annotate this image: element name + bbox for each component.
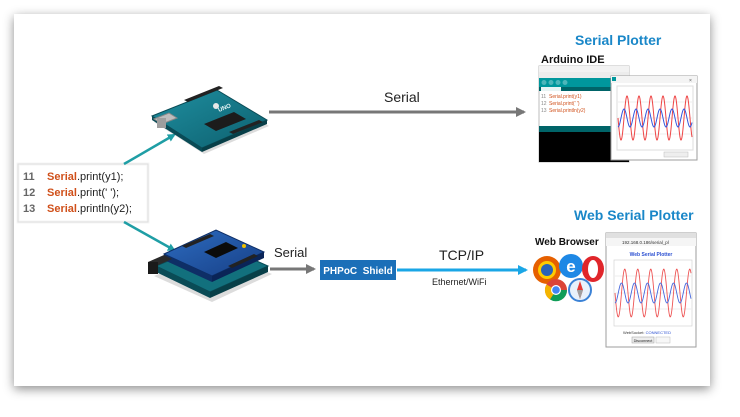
arduino-ide-thumbnail: 11 Serial.print(y1) 12 Serial.print(' ')… xyxy=(538,65,698,163)
ide-line-number: 12 xyxy=(541,101,547,107)
ide-code-line: Serial.println(y2) xyxy=(549,108,586,114)
serial-plotter-title: Serial Plotter xyxy=(575,32,662,48)
web-disconnect-button[interactable] xyxy=(631,336,655,344)
code-line-number: 13 xyxy=(23,203,35,215)
tcpip-label: TCP/IP xyxy=(439,247,484,263)
web-browser-label: Web Browser xyxy=(535,237,599,248)
diagram-canvas: Serial Plotter Web Serial Plotter 11 Ser… xyxy=(14,14,710,386)
svg-text:Serial.print(y1);: Serial.print(y1); xyxy=(47,171,123,183)
web-address-bar: 192.168.0.186/serial_pl xyxy=(622,240,669,245)
code-keyword: Serial xyxy=(47,171,77,183)
svg-text:UNO: UNO xyxy=(218,103,233,114)
code-keyword: Serial xyxy=(47,187,77,199)
code-text: .print(' '); xyxy=(77,187,119,199)
code-keyword: Serial xyxy=(47,203,77,215)
web-red-wave xyxy=(614,268,692,318)
web-serial-plotter-title: Web Serial Plotter xyxy=(574,207,694,223)
web-blue-wave xyxy=(614,282,692,304)
ide-code-line: Serial.print(y1) xyxy=(549,94,582,100)
arrow-to-arduino-phpoc xyxy=(123,220,176,252)
arduino-phpoc-board xyxy=(148,229,272,302)
code-snippet-box: 11 Serial.print(y1); 12 Serial.print(' '… xyxy=(16,162,150,224)
web-status-value: CONNECTED xyxy=(646,330,671,335)
ide-red-wave xyxy=(617,95,693,141)
serial-label-bottom: Serial xyxy=(274,245,307,260)
arduino-uno-board: UNO xyxy=(150,86,269,154)
svg-text:Serial.println(y2);: Serial.println(y2); xyxy=(47,203,132,215)
code-text: .print(y1); xyxy=(77,171,123,183)
web-plot-title: Web Serial Plotter xyxy=(630,252,673,258)
web-serial-plotter-thumbnail: 192.168.0.186/serial_pl Web Serial Plott… xyxy=(605,232,697,348)
svg-text:×: × xyxy=(689,78,692,84)
arduino-ide-label: Arduino IDE xyxy=(541,54,605,66)
browser-logos-icon: e xyxy=(533,254,604,302)
ide-blue-wave xyxy=(617,108,693,128)
serial-label-top: Serial xyxy=(384,89,420,105)
svg-text:WebSocket: CONNECTED: WebSocket: CONNECTED xyxy=(623,330,671,335)
code-line-number: 11 xyxy=(23,171,35,183)
web-status-label: WebSocket: xyxy=(623,330,645,335)
svg-text:Serial.print(' ');: Serial.print(' '); xyxy=(47,187,119,199)
svg-text:e: e xyxy=(566,257,575,276)
phpoc-shield-box xyxy=(320,260,396,280)
ide-line-number: 11 xyxy=(541,94,546,100)
ide-code-line: Serial.print(' ') xyxy=(549,101,580,107)
phpoc-shield-label: PHPoC Shield xyxy=(323,266,392,277)
web-disconnect-label: Disconnect xyxy=(634,339,654,343)
ide-line-number: 13 xyxy=(541,108,547,114)
ethernet-wifi-label: Ethernet/WiFi xyxy=(432,277,487,287)
arrow-to-arduino-uno xyxy=(123,133,176,166)
code-text: .println(y2); xyxy=(77,203,132,215)
code-line-number: 12 xyxy=(23,187,35,199)
